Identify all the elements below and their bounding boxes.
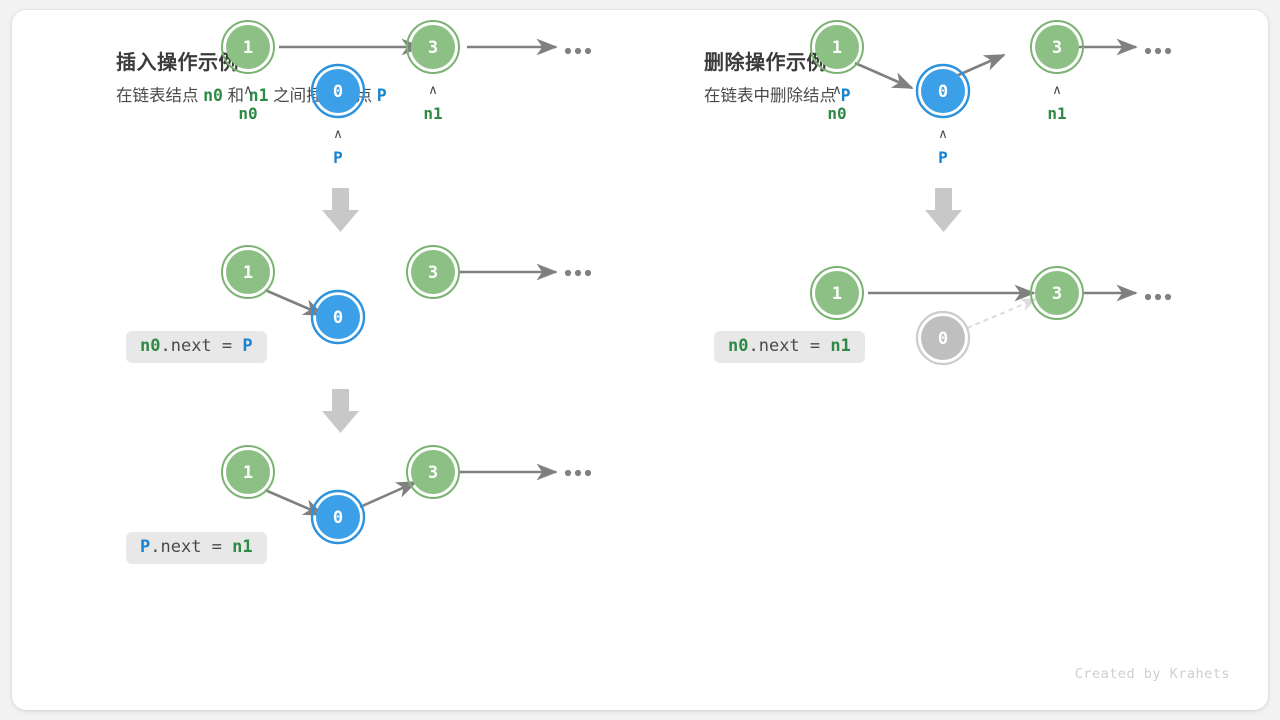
caret-icon: ∧	[938, 127, 948, 142]
code-operand-right: P	[242, 336, 253, 356]
node-n1: 3	[1030, 20, 1084, 74]
pointer-label-n1: n1	[1047, 104, 1066, 123]
credit-text: Created by Krahets	[1074, 666, 1230, 682]
ellipsis-dots	[564, 269, 592, 277]
down-arrow-icon	[925, 188, 962, 232]
caret-icon: ∧	[1052, 83, 1062, 98]
pointer-label-n0: n0	[238, 104, 257, 123]
subtitle-text-2: 和	[222, 87, 249, 105]
node-value: 3	[1052, 38, 1062, 58]
code-operator: .next =	[748, 336, 831, 356]
subtitle-node-n1: n1	[248, 86, 269, 105]
node-n0: 1	[221, 445, 275, 499]
insert-panel-title: 插入操作示例	[116, 52, 239, 74]
code-operand-right: n1	[232, 537, 253, 557]
caret-icon: ∧	[333, 127, 343, 142]
code-operand-left: n0	[728, 336, 749, 356]
code-operator: .next =	[160, 336, 243, 356]
node-n1: 3	[1030, 266, 1084, 320]
node-value: 0	[333, 308, 343, 328]
arrow-n0-to-p	[854, 61, 914, 90]
node-p: 0	[915, 63, 971, 119]
node-value: 1	[243, 38, 253, 58]
ellipsis-dots	[1144, 293, 1172, 301]
node-value: 3	[428, 463, 438, 483]
insert-step-3: 1 0 3	[221, 445, 592, 545]
node-n0: 1	[221, 245, 275, 299]
down-arrow-icon	[322, 188, 359, 232]
code-operator: .next =	[150, 537, 233, 557]
arrow-deleted-p-to-n1	[966, 298, 1038, 329]
caret-icon: ∧	[428, 83, 438, 98]
delete-step-1-initial: 1 ∧ n0 0 ∧ P 3 ∧	[810, 20, 1172, 167]
node-n1: 3	[406, 245, 460, 299]
code-operand-left: n0	[140, 336, 161, 356]
node-p: 0	[310, 489, 366, 545]
down-arrow-icon	[322, 389, 359, 433]
insert-step-2: 1 0 3	[221, 245, 592, 345]
diagram-card: 插入操作示例 在链表结点 n0 和 n1 之间插入结点 P n0.next = …	[12, 10, 1268, 710]
ellipsis-dots	[564, 469, 592, 477]
delete-step-2: 1 0 3	[810, 266, 1172, 366]
insert-operation-panel: 插入操作示例 在链表结点 n0 和 n1 之间插入结点 P n0.next = …	[116, 10, 696, 710]
subtitle-node-p: P	[376, 86, 387, 105]
node-value: 1	[243, 263, 253, 283]
pointer-label-p: P	[333, 148, 343, 167]
arrow-p-to-n1	[359, 480, 418, 509]
subtitle-text-3: 之间插入结点	[268, 87, 377, 105]
node-n0: 1	[810, 266, 864, 320]
node-value: 1	[832, 38, 842, 58]
delete-panel-subtitle: 在链表中删除结点 P	[704, 82, 851, 106]
arrow-n0-to-p	[264, 288, 325, 317]
ellipsis-dots	[564, 47, 592, 55]
node-value: 0	[333, 508, 343, 528]
delete-operation-panel: 删除操作示例 在链表中删除结点 P n0.next = n1	[704, 10, 1264, 710]
subtitle-node-n0: n0	[203, 86, 223, 105]
insert-panel-subtitle: 在链表结点 n0 和 n1 之间插入结点 P	[116, 82, 387, 106]
ellipsis-dots	[1144, 47, 1172, 55]
node-value: 3	[428, 38, 438, 58]
subtitle-text-1: 在链表结点	[116, 87, 204, 105]
node-value: 0	[938, 82, 948, 102]
code-chip-p-next-n1: P.next = n1	[126, 532, 267, 564]
node-value: 1	[832, 284, 842, 304]
node-value: 3	[1052, 284, 1062, 304]
code-chip-n0-next-n1: n0.next = n1	[714, 331, 865, 363]
node-p-deleted: 0	[915, 310, 971, 366]
node-n1: 3	[406, 20, 460, 74]
arrow-n0-to-p	[264, 488, 325, 517]
node-n1: 3	[406, 445, 460, 499]
node-p: 0	[310, 289, 366, 345]
pointer-label-n1: n1	[423, 104, 442, 123]
pointer-label-n0: n0	[827, 104, 846, 123]
delete-panel-title: 删除操作示例	[704, 52, 827, 74]
code-operand-left: P	[140, 537, 151, 557]
node-value: 3	[428, 263, 438, 283]
node-value: 1	[243, 463, 253, 483]
arrow-p-to-n1	[946, 53, 1006, 82]
subtitle-text-1: 在链表中删除结点	[704, 87, 841, 105]
pointer-label-p: P	[938, 148, 948, 167]
node-value: 0	[938, 329, 948, 349]
code-chip-n0-next-p: n0.next = P	[126, 331, 267, 363]
code-operand-right: n1	[830, 336, 851, 356]
subtitle-node-p: P	[840, 86, 851, 105]
